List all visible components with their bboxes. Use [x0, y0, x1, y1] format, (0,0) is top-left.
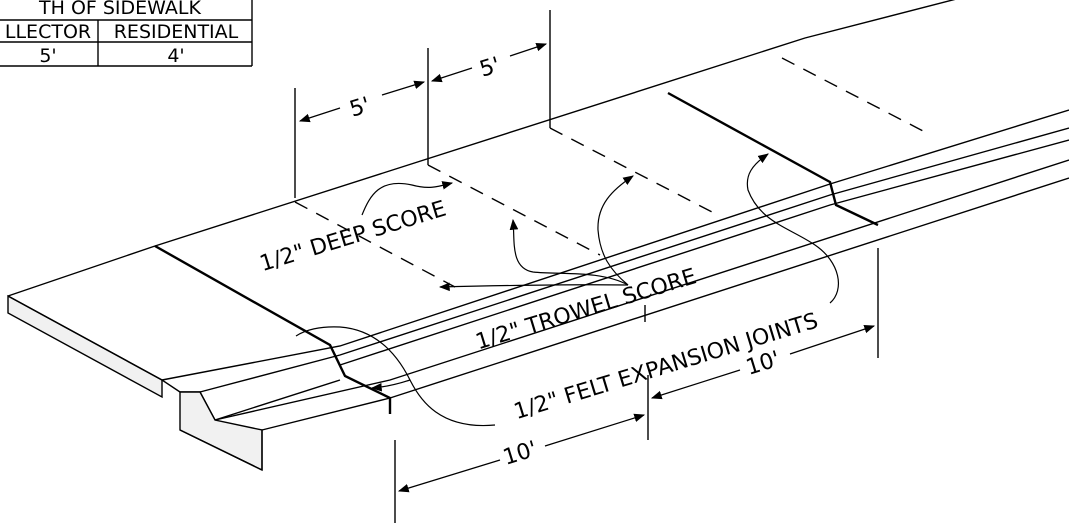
table-header-collector: LLECTOR [5, 21, 91, 43]
sidewalk-slab [7, 0, 1069, 472]
label-deep-score: 1/2" DEEP SCORE [257, 197, 449, 277]
table-value-collector: 5' [39, 45, 56, 67]
table-value-residential: 4' [167, 45, 184, 67]
leaders [295, 153, 839, 427]
sidewalk-width-table: TH OF SIDEWALK LLECTOR RESIDENTIAL 5' 4' [0, 0, 253, 67]
table-title: TH OF SIDEWALK [38, 0, 201, 19]
score-lines [294, 57, 926, 288]
dim-top-5a: 5' [347, 93, 373, 123]
top-dimensions: 5' 5' [294, 10, 551, 198]
dim-bottom-10a: 10' [500, 437, 540, 471]
table-header-residential: RESIDENTIAL [114, 21, 239, 43]
label-trowel-score: 1/2" TROWEL SCORE [473, 264, 700, 355]
expansion-joints [154, 91, 879, 414]
dim-top-5b: 5' [477, 53, 503, 83]
